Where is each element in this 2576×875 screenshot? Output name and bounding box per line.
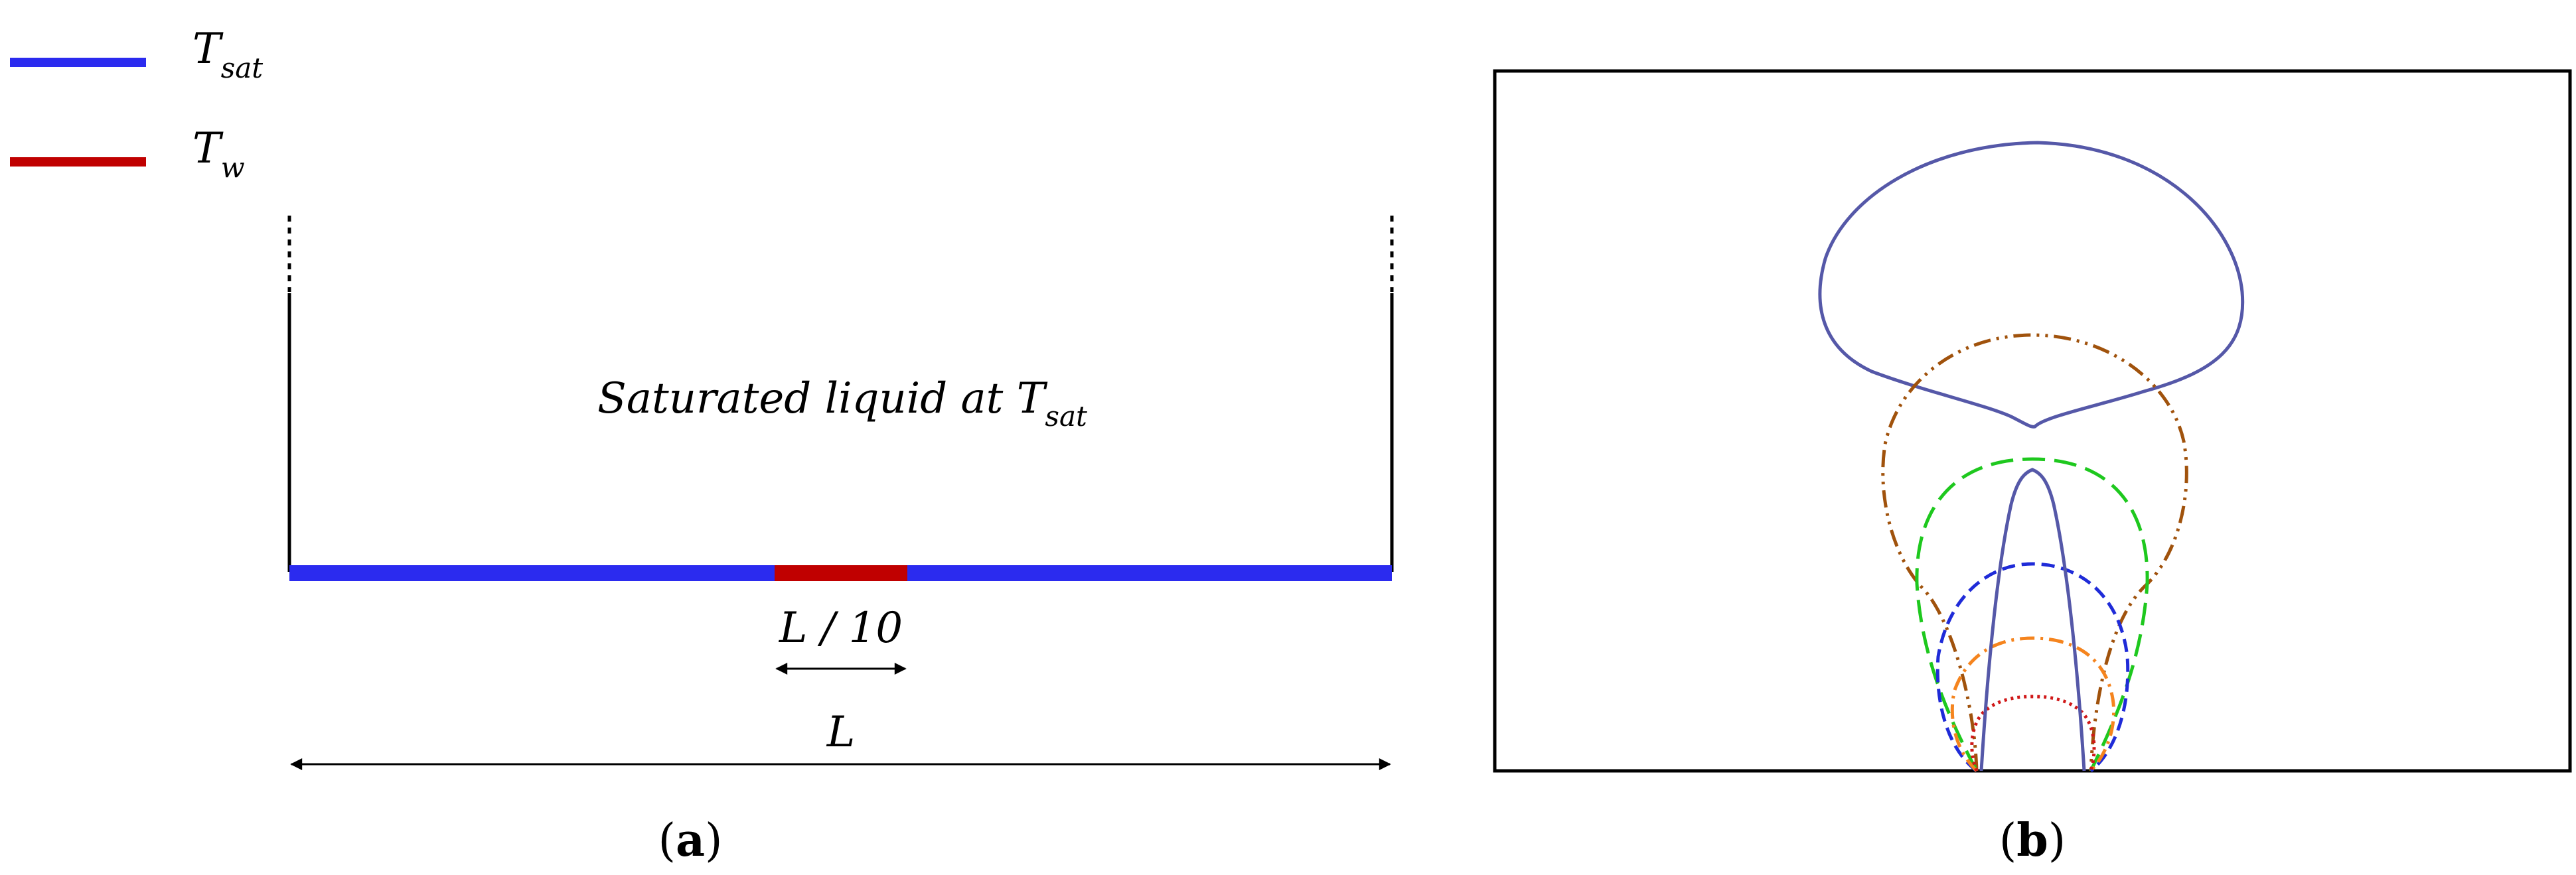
interface-red bbox=[1970, 695, 2096, 772]
interface-green bbox=[1915, 457, 2149, 772]
heater-width-label: L / 10 bbox=[779, 604, 903, 653]
interface-solid-large bbox=[1818, 141, 2245, 429]
legend-label-wall: Tw bbox=[192, 124, 245, 184]
legend: Tsat Tw bbox=[10, 25, 263, 184]
interface-brown bbox=[1881, 333, 2188, 772]
caption-a: (a) bbox=[658, 814, 722, 867]
legend-label-sat: Tsat bbox=[192, 25, 263, 84]
interface-solid-spike bbox=[1979, 468, 2086, 772]
interface-orange bbox=[1950, 636, 2116, 772]
domain-label: Saturated liquid at Tsat bbox=[597, 374, 1087, 433]
domain-width-label: L bbox=[826, 708, 856, 757]
panel-a: Saturated liquid at Tsat L / 10 L (a) bbox=[287, 216, 1394, 867]
caption-b: (b) bbox=[1999, 814, 2066, 867]
panel-b-frame bbox=[1493, 69, 2572, 773]
panel-b: (b) bbox=[1493, 69, 2572, 867]
interface-blue bbox=[1935, 562, 2130, 773]
